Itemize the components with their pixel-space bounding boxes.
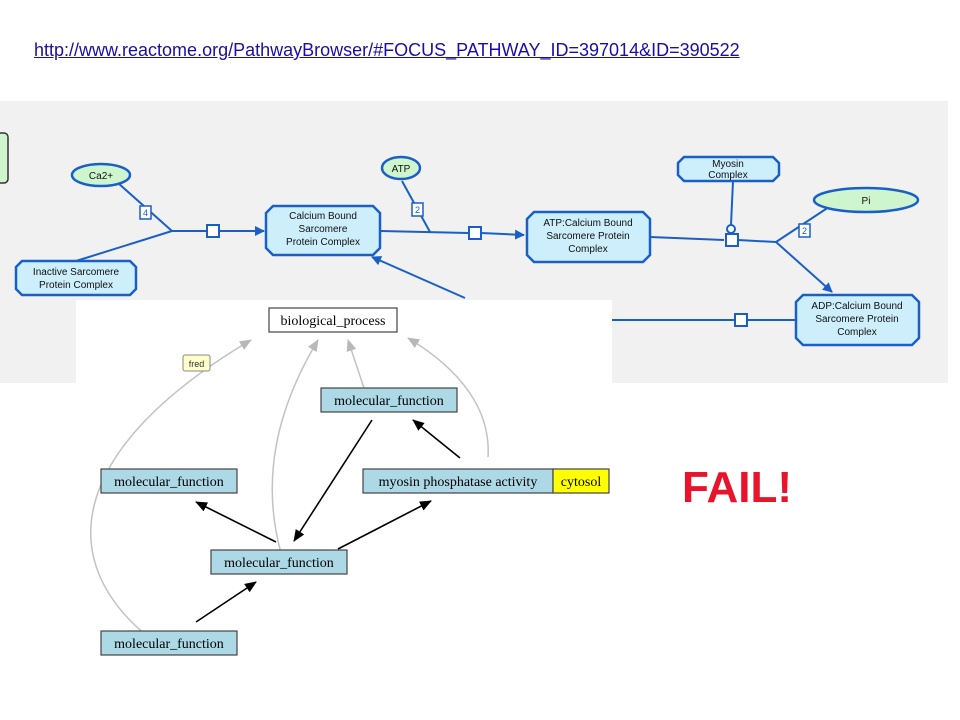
svg-text:Calcium Bound: Calcium Bound xyxy=(289,211,357,222)
svg-text:Protein Complex: Protein Complex xyxy=(286,237,360,248)
svg-text:fred: fred xyxy=(189,359,205,369)
svg-text:Complex: Complex xyxy=(708,170,747,181)
node-inactive-sarcomere-complex[interactable]: Inactive Sarcomere Protein Complex xyxy=(14,259,138,297)
svg-text:myosin phosphatase activity: myosin phosphatase activity xyxy=(379,475,538,490)
go-node-molecular-function-bottom[interactable]: molecular_function xyxy=(100,630,238,656)
reactome-url-link[interactable]: http://www.reactome.org/PathwayBrowser/#… xyxy=(34,40,740,60)
svg-text:molecular_function: molecular_function xyxy=(224,556,334,571)
svg-text:ATP:Calcium Bound: ATP:Calcium Bound xyxy=(543,218,632,229)
svg-text:Complex: Complex xyxy=(568,244,607,255)
svg-text:molecular_function: molecular_function xyxy=(114,637,224,652)
go-node-cytosol[interactable]: cytosol xyxy=(552,468,610,494)
go-black-edges xyxy=(195,419,461,623)
fail-label: FAIL! xyxy=(682,463,792,512)
go-graph-panel: biological_process fred molecular_functi… xyxy=(76,300,612,662)
reaction-nodes xyxy=(206,224,748,327)
stoich-ca2: 4 xyxy=(139,205,152,220)
svg-text:Complex: Complex xyxy=(837,327,876,338)
svg-text:biological_process: biological_process xyxy=(281,314,386,329)
go-node-myosin-phosphatase-activity[interactable]: myosin phosphatase activity xyxy=(362,468,554,494)
go-graph-diagram: biological_process fred molecular_functi… xyxy=(90,307,610,656)
node-atp-calcium-bound-complex[interactable]: ATP:Calcium Bound Sarcomere Protein Comp… xyxy=(525,210,652,264)
go-node-molecular-function-left[interactable]: molecular_function xyxy=(100,468,238,494)
go-node-biological-process[interactable]: biological_process xyxy=(268,307,398,333)
svg-text:Sarcomere Protein: Sarcomere Protein xyxy=(546,231,629,242)
catalyst-circle xyxy=(726,224,736,234)
go-node-molecular-function-top[interactable]: molecular_function xyxy=(320,387,458,413)
svg-text:Pi: Pi xyxy=(862,196,871,207)
go-tag-fred: fred xyxy=(182,354,211,372)
node-myosin-complex[interactable]: Myosin Complex xyxy=(676,155,781,183)
svg-text:Protein Complex: Protein Complex xyxy=(39,280,113,291)
svg-text:2: 2 xyxy=(802,226,807,236)
svg-text:Sarcomere: Sarcomere xyxy=(299,224,348,235)
side-tab[interactable] xyxy=(0,132,9,184)
svg-text:Myosin: Myosin xyxy=(712,159,744,170)
svg-text:molecular_function: molecular_function xyxy=(114,475,224,490)
svg-text:Sarcomere Protein: Sarcomere Protein xyxy=(815,314,898,325)
svg-text:cytosol: cytosol xyxy=(561,475,602,490)
svg-text:2: 2 xyxy=(415,205,420,215)
stoich-pi: 2 xyxy=(798,223,811,238)
svg-text:ATP: ATP xyxy=(392,164,411,175)
svg-text:Ca2+: Ca2+ xyxy=(89,171,113,182)
node-calcium-bound-complex[interactable]: Calcium Bound Sarcomere Protein Complex xyxy=(264,204,382,257)
stoich-atp: 2 xyxy=(411,202,424,217)
svg-text:Inactive Sarcomere: Inactive Sarcomere xyxy=(33,267,120,278)
node-pi[interactable]: Pi xyxy=(812,186,920,214)
go-gray-edges xyxy=(90,337,489,636)
node-ca2[interactable]: Ca2+ xyxy=(70,162,132,188)
go-node-molecular-function-middle[interactable]: molecular_function xyxy=(210,549,348,575)
svg-text:molecular_function: molecular_function xyxy=(334,394,444,409)
node-adp-calcium-bound-complex[interactable]: ADP:Calcium Bound Sarcomere Protein Comp… xyxy=(794,293,921,347)
reactome-pathway-diagram: 4 2 2 Ca2+ ATP Pi Inactive Sarcomere xyxy=(0,132,921,347)
svg-text:ADP:Calcium Bound: ADP:Calcium Bound xyxy=(811,301,902,312)
node-atp[interactable]: ATP xyxy=(380,155,422,181)
svg-text:4: 4 xyxy=(143,208,148,218)
